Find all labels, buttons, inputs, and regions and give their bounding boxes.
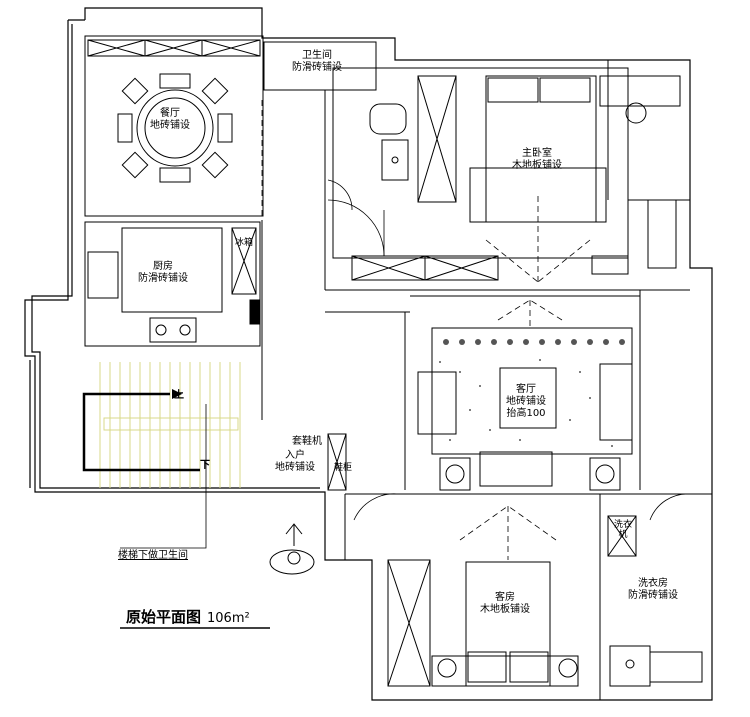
dining-table [117, 73, 233, 183]
room-label-bath-top: 卫生间防滑砖铺设 [292, 50, 342, 73]
door-swings [327, 179, 691, 521]
room-label-entry: 入户地砖铺设 [275, 450, 315, 473]
dashed-guides [261, 100, 591, 560]
stair-up-arrowhead [172, 389, 182, 399]
plan-area: 106m² [207, 611, 250, 626]
stair-under-note: 楼梯下做卫生间 [118, 550, 188, 561]
room-label-guest: 客房木地板铺设 [480, 592, 530, 615]
room-label-master: 主卧室木地板铺设 [512, 148, 562, 171]
interior-walls [84, 35, 712, 700]
fixture-label-shoe-dryer: 套鞋机 [292, 436, 322, 447]
living-rug-pattern [439, 339, 625, 447]
staircase [99, 362, 241, 488]
fixture-label-washer: 洗衣机 [613, 520, 632, 540]
entry-person [269, 523, 315, 575]
room-label-laundry: 洗衣房防滑砖铺设 [628, 578, 678, 601]
room-label-kitchen: 厨房防滑砖铺设 [138, 261, 188, 284]
room-label-living: 客厅地砖铺设抬高100 [506, 384, 546, 419]
outer-walls [24, 7, 713, 701]
room-label-dining: 餐厅地砖铺设 [150, 108, 190, 131]
fixture-label-fridge: 冰箱 [234, 238, 253, 248]
stair-up-label: 上 [174, 390, 184, 401]
fixture-label-shoe-cabinet: 鞋柜 [334, 463, 353, 473]
stair-leader-line [120, 404, 207, 549]
stair-arrows [82, 392, 200, 472]
stair-down-label: 下 [200, 460, 210, 471]
